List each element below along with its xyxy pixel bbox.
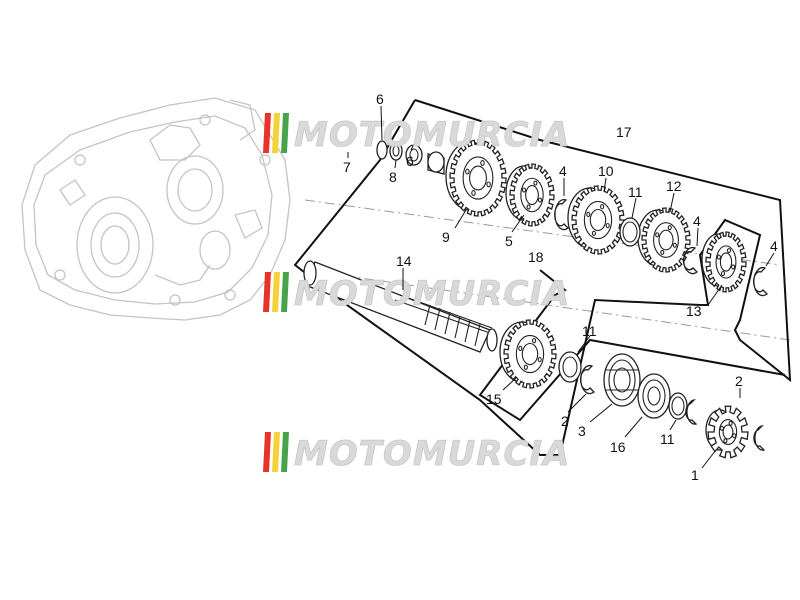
gear-group bbox=[445, 139, 749, 459]
callout-2-second: 2 bbox=[735, 373, 743, 389]
svg-text:MOTOMURCIA: MOTOMURCIA bbox=[294, 274, 570, 314]
callout-17: 17 bbox=[616, 124, 632, 140]
callout-9: 9 bbox=[442, 229, 450, 245]
callout-8: 8 bbox=[389, 169, 397, 185]
callout-4-third: 4 bbox=[770, 238, 778, 254]
callout-11-second: 11 bbox=[582, 323, 597, 339]
part-8-circlip bbox=[389, 141, 403, 161]
circlip-2-c bbox=[753, 424, 766, 451]
crankcase-outline bbox=[21, 97, 291, 321]
callout-6: 6 bbox=[376, 91, 384, 107]
watermark-middle: MOTOMURCIA bbox=[263, 272, 570, 314]
circlip-2-b bbox=[685, 398, 698, 425]
circlip-2-a bbox=[579, 364, 595, 395]
ring-11-c bbox=[668, 392, 688, 420]
callout-7: 7 bbox=[343, 159, 351, 175]
svg-text:MOTOMURCIA: MOTOMURCIA bbox=[294, 115, 570, 155]
callout-1: 1 bbox=[691, 467, 699, 483]
circlip-4-a bbox=[554, 198, 569, 231]
shaft-14 bbox=[303, 260, 498, 353]
gear-15 bbox=[499, 319, 557, 389]
group-outline-17 bbox=[293, 99, 792, 456]
part-6-washer-b bbox=[405, 144, 423, 166]
gear-5 bbox=[505, 163, 555, 227]
ring-11-a bbox=[619, 217, 641, 247]
callout-18: 18 bbox=[528, 249, 544, 265]
part-sleeve bbox=[427, 151, 445, 175]
bearing-3 bbox=[603, 353, 641, 407]
gear-10 bbox=[567, 185, 625, 255]
callout-5: 5 bbox=[505, 233, 513, 249]
watermark-bottom: MOTOMURCIA bbox=[263, 432, 570, 474]
callout-labels: 6 7 8 6 9 5 4 10 11 12 4 17 4 18 14 13 1… bbox=[343, 91, 778, 483]
gear-13 bbox=[701, 231, 747, 293]
callout-13: 13 bbox=[686, 303, 702, 319]
gear-9 bbox=[445, 139, 507, 217]
gear-1 bbox=[705, 405, 749, 459]
gear-12 bbox=[637, 207, 691, 273]
ring-11-b bbox=[558, 351, 582, 383]
callout-6-second: 6 bbox=[406, 153, 414, 169]
callout-14: 14 bbox=[396, 253, 412, 269]
circlip-4-c bbox=[752, 266, 768, 297]
callout-4-second: 4 bbox=[693, 213, 701, 229]
circlip-4-b bbox=[682, 246, 698, 275]
callout-10: 10 bbox=[598, 163, 614, 179]
callout-15: 15 bbox=[486, 391, 502, 407]
svg-text:MOTOMURCIA: MOTOMURCIA bbox=[294, 434, 570, 474]
callout-2: 2 bbox=[561, 413, 569, 429]
watermark-top: MOTOMURCIA bbox=[263, 113, 570, 155]
group-outline-18 bbox=[478, 269, 786, 422]
callout-4: 4 bbox=[559, 163, 567, 179]
callout-16: 16 bbox=[610, 439, 626, 455]
callout-3: 3 bbox=[578, 423, 586, 439]
leader-lines bbox=[347, 105, 775, 469]
callout-11: 11 bbox=[628, 184, 643, 200]
callout-11-third: 11 bbox=[660, 431, 675, 447]
callout-12: 12 bbox=[666, 178, 682, 194]
seal-16 bbox=[637, 373, 671, 419]
part-6-washer bbox=[376, 140, 388, 160]
